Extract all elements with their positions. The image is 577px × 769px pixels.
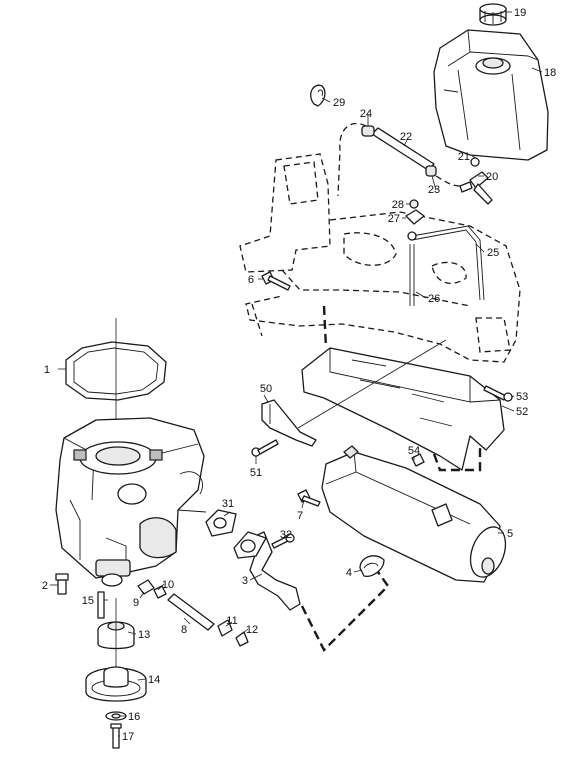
- fuel-line-rod: [407, 225, 485, 306]
- callout-3: 3: [242, 575, 248, 587]
- callout-6: 6: [248, 274, 254, 286]
- bolt-7: [297, 489, 321, 507]
- callout-16: 16: [128, 711, 140, 723]
- callout-10: 10: [162, 579, 174, 591]
- fuel-line: [337, 122, 461, 197]
- fitting-27-28: [405, 199, 425, 225]
- callout-21: 21: [458, 151, 470, 163]
- muffler-bracket: [261, 399, 317, 447]
- pin-15: [97, 591, 105, 619]
- callout-50: 50: [260, 383, 272, 395]
- callout-labels: 1 2 3 4 5 6 7 8 9 10 11 12 13 14 15 16 1…: [42, 7, 556, 743]
- callout-53: 53: [516, 391, 528, 403]
- bolt-17: [110, 723, 122, 749]
- callout-31: 31: [222, 498, 234, 510]
- callout-5: 5: [507, 528, 513, 540]
- callout-32: 32: [280, 529, 292, 541]
- callout-18: 18: [544, 67, 556, 79]
- callout-15: 15: [82, 595, 94, 607]
- leader-frame-shield: [297, 339, 447, 429]
- bolt-32: [271, 533, 295, 549]
- callout-12: 12: [246, 624, 258, 636]
- callout-9: 9: [133, 597, 139, 609]
- exhaust-gasket: [205, 509, 237, 537]
- bolt-2: [55, 573, 69, 595]
- hose-clamp: [310, 84, 326, 107]
- drain-hose: [167, 593, 215, 631]
- callout-4: 4: [346, 567, 352, 579]
- connector-dash-2: [432, 446, 482, 472]
- engine: [55, 417, 207, 587]
- callout-29: 29: [333, 97, 345, 109]
- connector-dash-1: [322, 305, 328, 349]
- callout-7: 7: [297, 510, 303, 522]
- fuel-cap: [479, 3, 507, 26]
- muffler: [321, 445, 507, 583]
- callout-25: 25: [487, 247, 499, 259]
- bolt-51: [251, 439, 279, 457]
- bolt-6: [261, 271, 291, 291]
- heat-shield: [301, 347, 505, 471]
- callout-8: 8: [181, 624, 187, 636]
- callout-11: 11: [226, 615, 237, 627]
- nut-54: [411, 453, 425, 467]
- screw-53: [483, 385, 513, 402]
- callout-24: 24: [360, 108, 372, 120]
- callout-52: 52: [516, 406, 528, 418]
- fuel-tank: [433, 29, 549, 161]
- callout-51: 51: [250, 467, 262, 479]
- callout-26: 26: [428, 293, 440, 305]
- exhaust-pipe: [245, 531, 301, 611]
- callout-28: 28: [392, 199, 404, 211]
- drive-pulley: [85, 666, 147, 702]
- callout-20: 20: [486, 171, 498, 183]
- callout-2: 2: [42, 580, 48, 592]
- leader-lines: [50, 11, 543, 737]
- callout-14: 14: [148, 674, 160, 686]
- callout-27: 27: [388, 213, 400, 225]
- exhaust-clamp: [359, 555, 385, 577]
- callout-22: 22: [400, 131, 412, 143]
- cap-12: [235, 631, 249, 647]
- connector-dash-3: [300, 571, 390, 653]
- callout-17: 17: [122, 731, 134, 743]
- callout-23: 23: [428, 184, 440, 196]
- callout-13: 13: [138, 629, 150, 641]
- fitting-9-10: [137, 579, 167, 599]
- callout-1: 1: [44, 364, 50, 376]
- exhaust-flange: [233, 531, 267, 559]
- callout-54: 54: [408, 445, 420, 457]
- callout-19: 19: [514, 7, 526, 19]
